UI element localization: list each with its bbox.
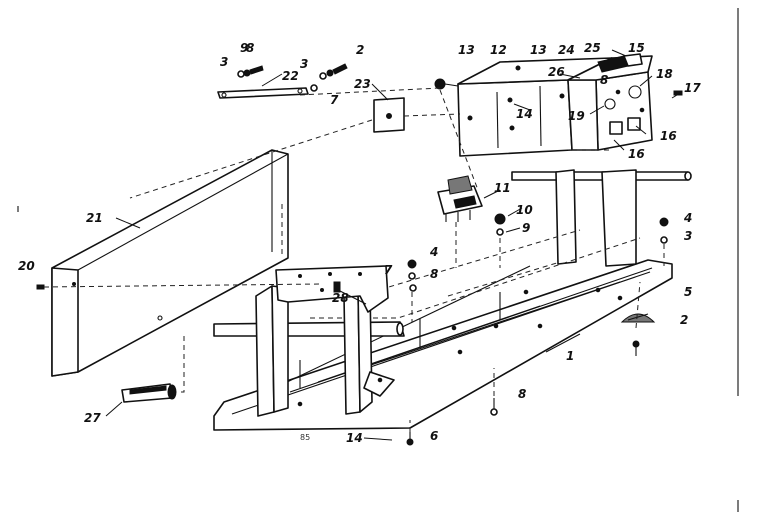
callout-14: 14: [346, 431, 363, 445]
callout-1: 1: [566, 349, 574, 363]
callout-16: 16: [660, 129, 677, 143]
callout-9: 9: [522, 221, 530, 235]
callout-13: 13: [458, 43, 475, 57]
callout-2: 2: [680, 313, 688, 327]
callout-18: 18: [656, 67, 673, 81]
callout-8: 8: [246, 41, 254, 55]
callout-24: 24: [558, 43, 575, 57]
callout-7: 7: [330, 93, 339, 107]
callout-27: 27: [84, 411, 101, 425]
washer-icon: [319, 72, 327, 80]
side-panel-part-21: [51, 149, 289, 377]
callout-8: 8: [518, 387, 526, 401]
callout-5: 5: [684, 285, 692, 299]
callout-2: 2: [356, 43, 364, 57]
washer-icon: [310, 84, 318, 92]
foot-part-5: [620, 313, 656, 323]
base-frame-part-1: [213, 229, 673, 431]
callout-16: 16: [628, 147, 645, 161]
callout-3: 3: [300, 57, 308, 71]
callout-3: 3: [684, 229, 692, 243]
bar-part-22: [217, 63, 348, 99]
motor-part-11: [437, 175, 483, 222]
fasteners: [36, 90, 683, 446]
callout-15: 15: [628, 41, 645, 55]
screw-icon: [243, 65, 264, 77]
callout-leaders: [105, 49, 683, 441]
callout-23: 23: [354, 77, 371, 91]
callout-25: 25: [584, 41, 601, 55]
callout-13: 13: [530, 43, 547, 57]
callout-21: 21: [86, 211, 103, 225]
assembly-lines: [43, 87, 665, 432]
cross-bar: [511, 169, 692, 267]
knob-part-13: [434, 78, 459, 90]
callout-8: 8: [600, 73, 608, 87]
callout-4: 4: [683, 211, 692, 225]
callout-22: 22: [282, 69, 299, 83]
callout-14: 14: [516, 107, 533, 121]
plate-part-23: [373, 97, 405, 133]
handle-part-27: [121, 383, 177, 403]
callout-19: 19: [568, 109, 585, 123]
callout-26: 26: [548, 65, 565, 79]
callout-6: 6: [430, 429, 438, 443]
screw-icon: [326, 63, 348, 77]
callout-4: 4: [429, 245, 438, 259]
callout-17: 17: [684, 81, 701, 95]
callout-10: 10: [516, 203, 533, 217]
callout-7: 7: [384, 263, 393, 277]
small-mark: 85: [300, 433, 310, 442]
washer-icon: [237, 70, 245, 78]
callout-20: 20: [18, 259, 35, 273]
callout-12: 12: [490, 43, 507, 57]
callout-28: 28: [332, 291, 349, 305]
callout-8: 8: [430, 267, 438, 281]
callout-11: 11: [494, 181, 511, 195]
housing-part-12: [457, 57, 613, 157]
cap-part-25: [597, 53, 643, 73]
callout-9: 9: [240, 41, 248, 55]
scan-edge-marks: [17, 8, 739, 512]
callout-labels: 1 2 2 3 3 3 4 4 5 6 7 7 8 8 8 8 9 9 10 1…: [18, 41, 701, 445]
callout-3: 3: [220, 55, 228, 69]
